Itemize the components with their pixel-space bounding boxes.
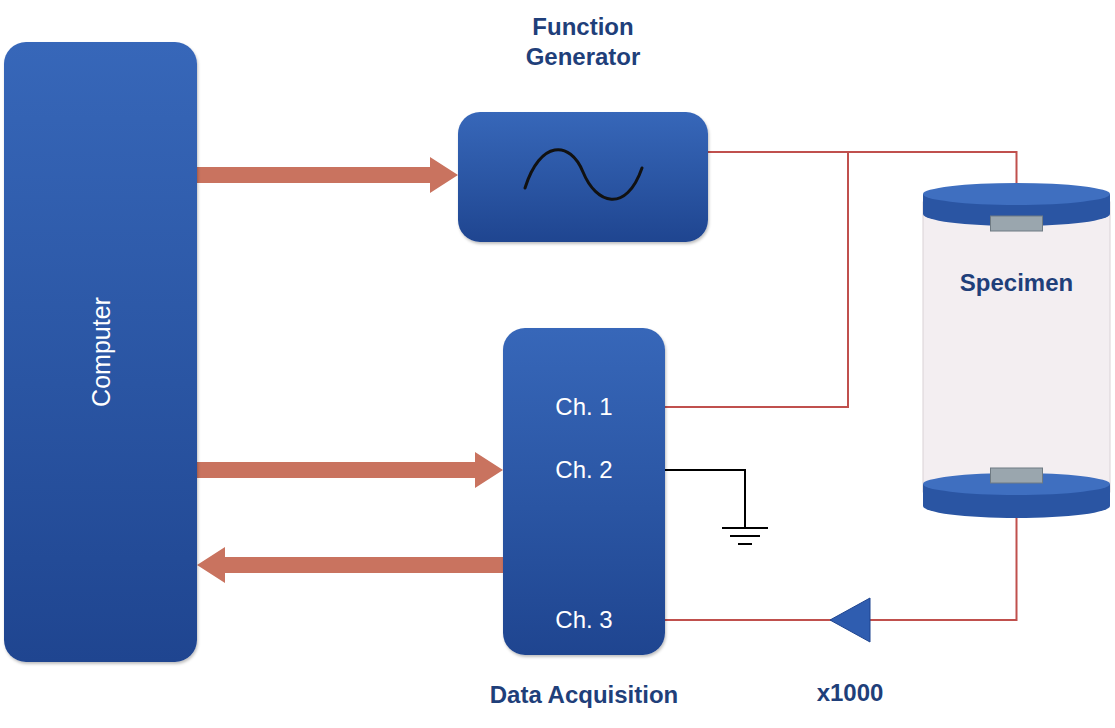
gain-label: x1000 <box>817 678 884 708</box>
node-text: Data Acquisition <box>490 680 678 710</box>
node-text: Computer <box>87 297 115 407</box>
wire-line <box>708 152 1017 184</box>
specimen-cylinder: Specimen <box>918 180 1115 520</box>
sine-wave-icon <box>525 150 642 200</box>
shape <box>503 328 665 655</box>
function-generator-box: Function Generator <box>458 8 708 242</box>
top-cap-face <box>923 183 1110 205</box>
ground-bar <box>730 535 760 537</box>
sensor <box>991 468 1043 483</box>
ground-bar <box>722 527 768 529</box>
arrow-body <box>197 452 503 488</box>
ground-bar <box>738 543 752 545</box>
arrow-body <box>197 547 503 583</box>
specimen-body <box>923 202 1110 492</box>
ground-symbol <box>665 470 768 544</box>
node-text: Function Generator <box>503 12 663 72</box>
data-flow-arrow <box>197 157 458 193</box>
data-acquisition-box: Data Acquisition <box>503 328 665 724</box>
data-flow-arrow <box>197 452 503 488</box>
cylinder-outline <box>918 180 1115 520</box>
signal-wire <box>708 152 1017 184</box>
amplifier-symbol <box>830 598 870 642</box>
channel-label: Ch. 3 <box>555 606 612 634</box>
wire-line <box>665 516 1017 620</box>
data-flow-arrow <box>197 547 503 583</box>
sensor <box>991 216 1043 231</box>
channel-label: Ch. 2 <box>555 456 612 484</box>
arrow-body <box>197 157 458 193</box>
computer-box: Computer <box>4 42 197 662</box>
ground-wire <box>665 470 745 528</box>
channel-label: Ch. 1 <box>555 393 612 421</box>
shape <box>458 112 708 242</box>
signal-wire <box>665 516 1017 620</box>
node-text: Specimen <box>960 268 1073 298</box>
shape <box>918 180 1115 520</box>
